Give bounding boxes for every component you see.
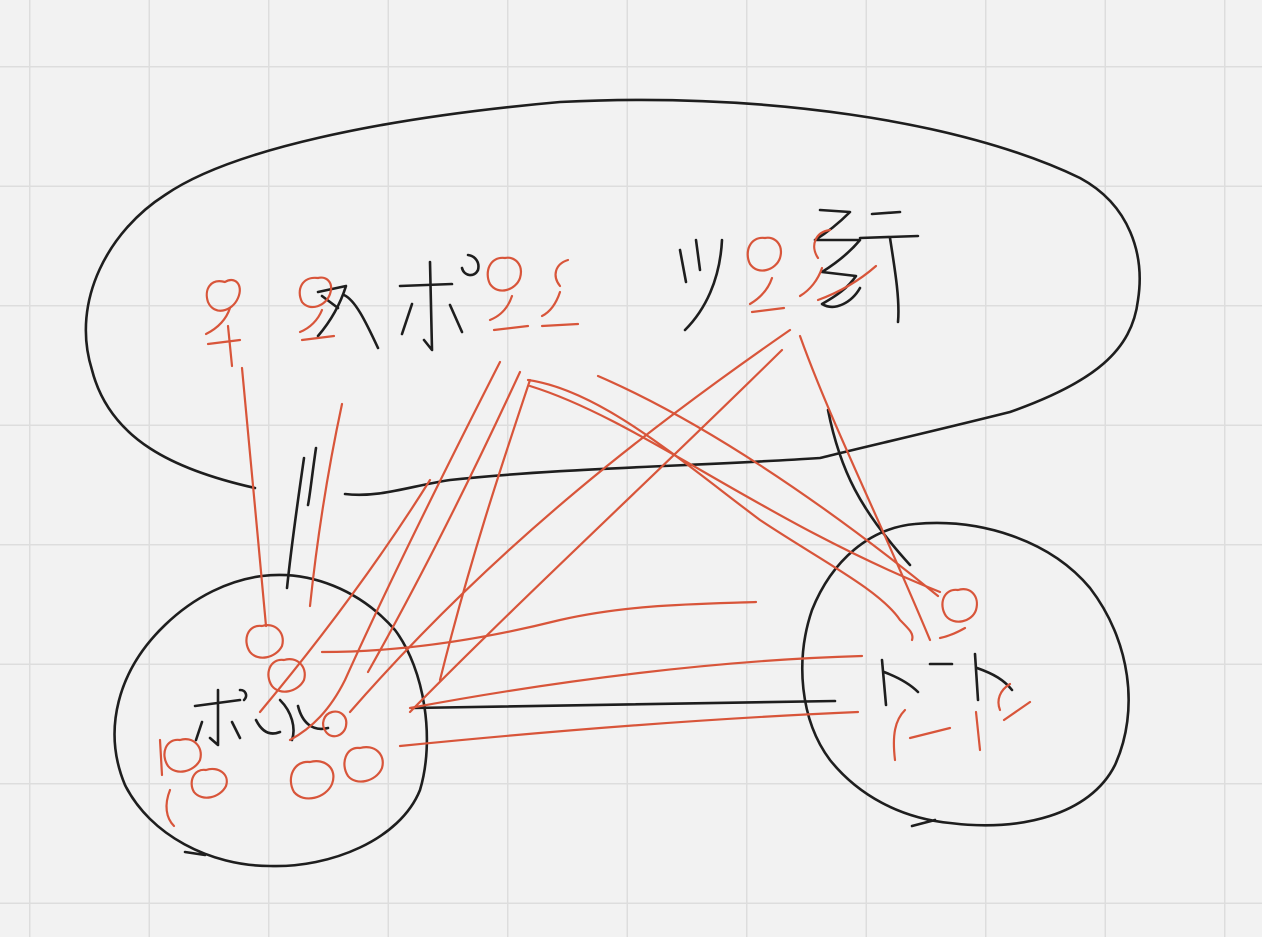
top-group-red-marks <box>204 228 878 368</box>
top-group-outline <box>84 98 1141 497</box>
link-top-right <box>826 408 912 567</box>
red-links-left-to-right <box>320 600 864 748</box>
left-group-black-marks <box>193 688 330 747</box>
top-group-black-marks <box>316 208 920 352</box>
right-group-black-marks <box>880 652 1014 707</box>
right-group-red-marks <box>892 588 1032 762</box>
link-left-right <box>410 699 837 710</box>
right-group-outline <box>801 521 1130 828</box>
red-links-top-to-right <box>526 334 942 642</box>
red-links-top-to-left <box>240 328 792 742</box>
red-strokes <box>158 228 1032 828</box>
left-group-red-marks <box>158 624 384 828</box>
black-strokes <box>84 98 1141 868</box>
left-group-outline <box>113 573 429 868</box>
link-top-left-a <box>285 456 306 590</box>
link-top-left-b <box>306 446 318 507</box>
